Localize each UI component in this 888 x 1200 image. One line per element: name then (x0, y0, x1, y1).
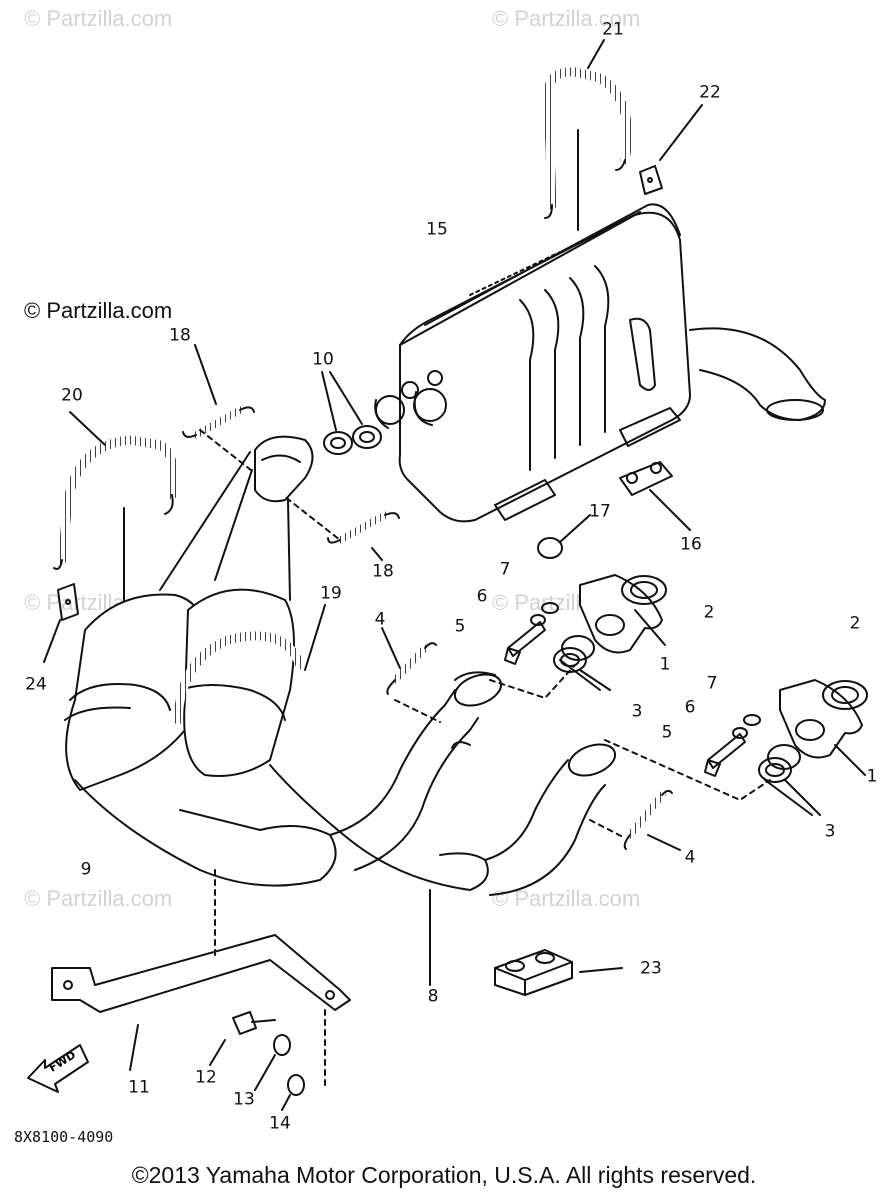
copyright-notice: ©2013 Yamaha Motor Corporation, U.S.A. A… (131, 1162, 757, 1188)
callout: 19 (320, 583, 342, 604)
watermark-highlighted: © Partzilla.com (24, 298, 173, 323)
springs-4 (381, 627, 681, 851)
callout: 17 (589, 501, 611, 522)
nut-17 (537, 514, 591, 559)
callout: 1 (866, 766, 878, 787)
callout: 3 (631, 701, 643, 722)
callout: 5 (454, 616, 466, 637)
callout: 6 (684, 697, 696, 718)
fasteners-12-14 (209, 1011, 305, 1111)
bracket-24 (43, 583, 79, 663)
callout: 14 (269, 1113, 291, 1134)
callout: 24 (25, 674, 47, 695)
callout: 10 (312, 349, 334, 370)
callout: 3 (824, 821, 836, 842)
callout: 1 (659, 654, 671, 675)
flange-group-upper (489, 574, 667, 699)
callout: 20 (61, 385, 83, 406)
callout: 16 (680, 534, 702, 555)
watermark: © Partzilla.com (492, 6, 641, 31)
callout: 7 (706, 673, 718, 694)
callout: 12 (195, 1067, 217, 1088)
callout: 18 (372, 561, 394, 582)
watermark: © Partzilla.com (24, 886, 173, 911)
exhaust-chamber (64, 435, 489, 891)
callout: 2 (703, 602, 715, 623)
spring-21 (543, 39, 633, 231)
muffler (374, 203, 826, 523)
callout: 8 (427, 986, 439, 1007)
callout: 13 (233, 1089, 255, 1110)
bracket-22 (639, 104, 703, 195)
callout: 7 (499, 559, 511, 580)
diagram-code: 8X8100-4090 (14, 1128, 114, 1146)
callout: 15 (426, 219, 448, 240)
callout: 4 (684, 847, 696, 868)
bracket-11 (51, 869, 351, 1091)
watermark: © Partzilla.com (24, 6, 173, 31)
callout: 21 (602, 19, 624, 40)
damper-16 (619, 461, 691, 531)
flange-group-lower (604, 679, 868, 816)
callout: 18 (169, 325, 191, 346)
exhaust-pipes (329, 671, 617, 986)
callout: 22 (699, 82, 721, 103)
callout: 2 (849, 613, 861, 634)
callout: 5 (661, 722, 673, 743)
spring-19 (173, 604, 326, 725)
callout: 11 (128, 1077, 150, 1098)
gaskets-10 (321, 371, 382, 455)
damper-23 (494, 949, 623, 996)
callout: 6 (476, 586, 488, 607)
fwd-arrow-icon (27, 1044, 89, 1093)
callout: 9 (80, 859, 92, 880)
callout: 4 (374, 609, 386, 630)
callout: 23 (640, 958, 662, 979)
